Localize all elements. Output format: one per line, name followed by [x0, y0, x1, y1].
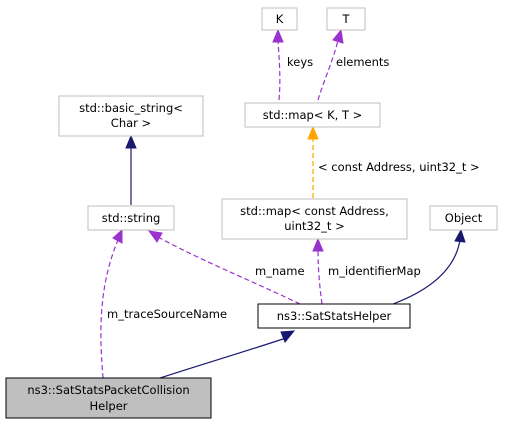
edge-label-m-identifiermap: m_identifierMap	[328, 264, 421, 278]
edge-m-name	[157, 236, 301, 305]
node-sat-stats-helper-label: ns3::SatStatsHelper	[277, 309, 392, 323]
edge-object-helper	[392, 239, 461, 305]
arrow-m-tracesourcename	[112, 228, 123, 244]
node-map-address-line-1: std::map< const Address,	[240, 204, 389, 218]
node-string[interactable]: std::string	[87, 205, 175, 231]
edge-label-template: < const Address, uint32_t >	[318, 160, 480, 174]
arrow-m-name	[147, 230, 163, 243]
node-t-label: T	[341, 12, 350, 26]
edge-m-tracesourcename	[100, 239, 119, 379]
edge-label-m-tracesourcename: m_traceSourceName	[107, 307, 227, 321]
node-object[interactable]: Object	[429, 205, 498, 231]
node-packet-collision-helper-line-1: ns3::SatStatsPacketCollision	[27, 383, 189, 397]
node-map-address[interactable]: std::map< const Address, uint32_t >	[221, 198, 408, 240]
edge-keys	[277, 39, 281, 101]
arrow-elements	[332, 28, 344, 44]
edge-label-m-name: m_name	[255, 264, 305, 278]
arrow-basic-string	[125, 134, 137, 149]
node-map-kt-label: std::map< K, T >	[263, 108, 363, 122]
arrow-m-identifiermap	[312, 237, 324, 252]
node-basic-string-line-1: std::basic_string<	[79, 101, 183, 115]
node-map-address-line-2: uint32_t >	[284, 219, 344, 233]
edge-label-keys: keys	[287, 55, 313, 69]
arrow-object	[454, 228, 466, 243]
node-k[interactable]: K	[261, 7, 298, 31]
node-basic-string-line-2: Char >	[111, 116, 151, 130]
arrow-helper	[280, 330, 296, 343]
node-k-label: K	[276, 12, 284, 26]
edge-helper-collision	[159, 337, 287, 379]
node-string-label: std::string	[102, 211, 161, 225]
edge-elements	[317, 39, 339, 101]
node-object-label: Object	[445, 211, 483, 225]
node-sat-stats-helper[interactable]: ns3::SatStatsHelper	[257, 303, 411, 329]
node-basic-string[interactable]: std::basic_string< Char >	[58, 95, 204, 137]
node-map-kt[interactable]: std::map< K, T >	[244, 102, 381, 128]
node-packet-collision-helper-line-2: Helper	[89, 399, 127, 413]
edge-m-identifiermap	[317, 249, 323, 305]
node-t[interactable]: T	[326, 7, 366, 31]
arrow-keys	[272, 28, 284, 43]
node-packet-collision-helper: ns3::SatStatsPacketCollision Helper	[5, 377, 212, 419]
edge-label-elements: elements	[336, 55, 389, 69]
arrow-template	[307, 125, 319, 140]
